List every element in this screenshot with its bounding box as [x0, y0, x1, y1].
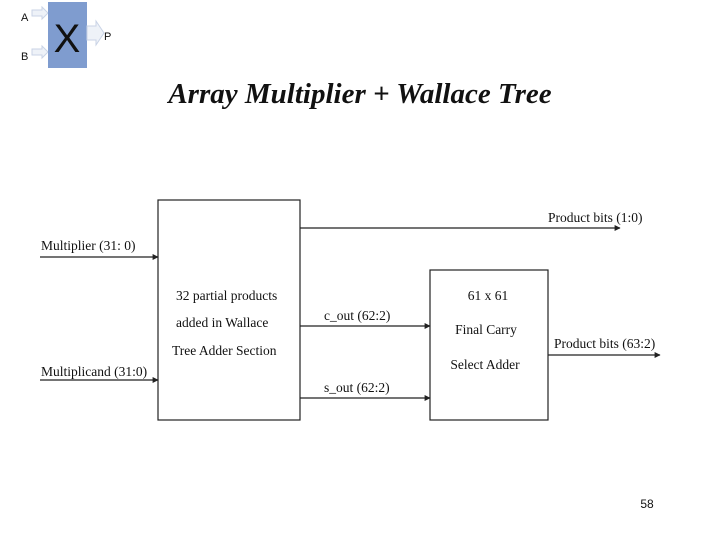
input-b-connector-icon	[31, 44, 49, 60]
multiplicand-label: Multiplicand (31:0)	[41, 364, 147, 379]
final-adder-block	[429, 269, 549, 421]
multiplier-logo: A B X P	[21, 2, 111, 68]
input-a-connector-icon	[31, 5, 49, 21]
adder-line-3: Select Adder	[450, 357, 520, 372]
wallace-line-2: added in Wallace	[176, 315, 268, 330]
multiplier-label: Multiplier (31: 0)	[41, 238, 136, 253]
multiply-block-icon	[48, 2, 87, 68]
low-product-label: Product bits (1:0)	[548, 210, 643, 225]
operator-label: X	[54, 17, 81, 61]
input-a-label: A	[21, 12, 29, 24]
c-out-label: c_out (62:2)	[324, 308, 390, 323]
wallace-tree-block	[157, 199, 301, 421]
adder-line-2: Final Carry	[455, 322, 517, 337]
wallace-line-3: Tree Adder Section	[172, 343, 277, 358]
output-label: P	[104, 31, 111, 43]
s-out-label: s_out (62:2)	[324, 380, 390, 395]
input-b-label: B	[21, 51, 28, 63]
adder-line-1: 61 x 61	[468, 288, 509, 303]
output-connector-icon	[86, 19, 105, 47]
high-product-label: Product bits (63:2)	[554, 336, 655, 351]
wallace-line-1: 32 partial products	[176, 288, 277, 303]
page-number: 58	[640, 497, 654, 511]
slide-title: Array Multiplier + Wallace Tree	[168, 78, 552, 110]
